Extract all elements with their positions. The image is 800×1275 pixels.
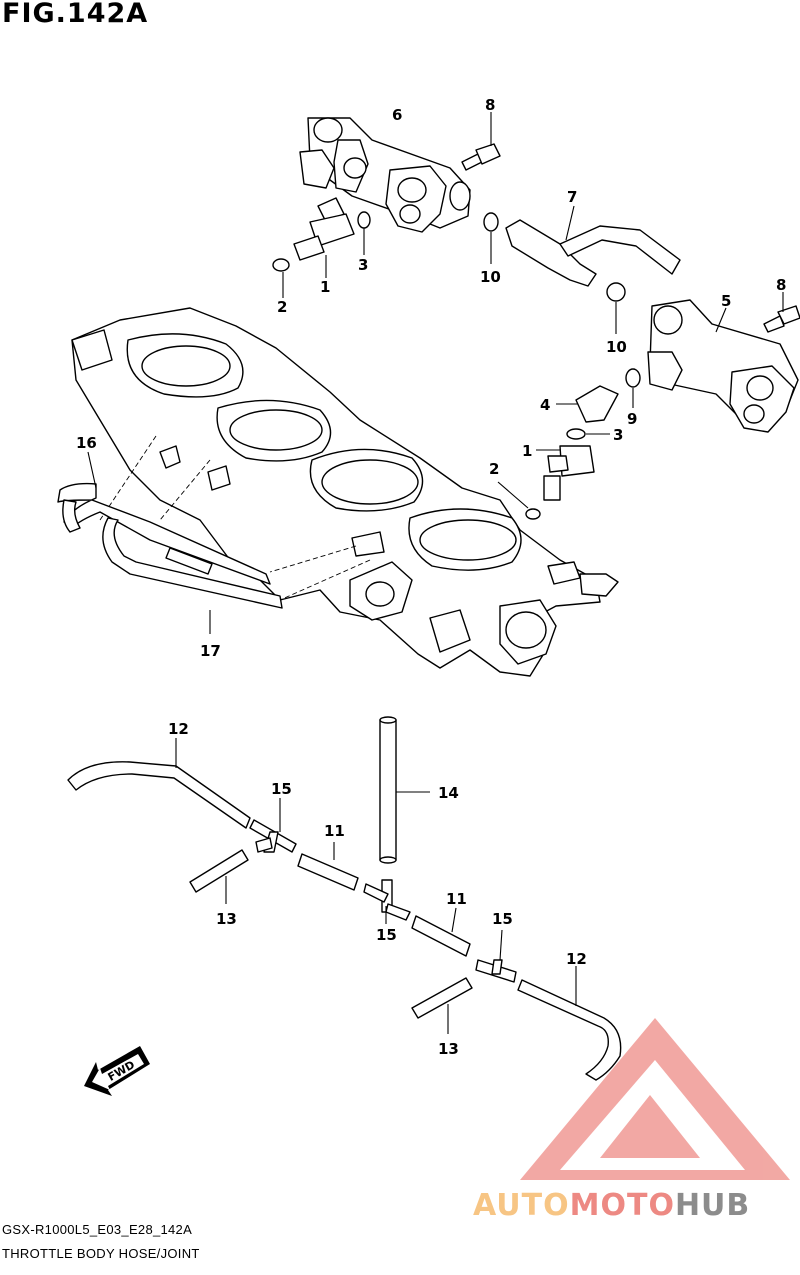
- o-ring: [483, 212, 499, 232]
- callout-15-left: 15: [271, 780, 292, 798]
- hose-12-right: [517, 979, 622, 1081]
- injector-upper: [293, 197, 355, 278]
- watermark-part-auto: AUTO: [473, 1188, 570, 1223]
- watermark-part-moto: MOTO: [569, 1188, 675, 1223]
- hose-14: [379, 716, 397, 864]
- hose-16: [57, 482, 271, 585]
- callout-1-upper: 1: [320, 278, 330, 296]
- callout-14: 14: [438, 784, 459, 802]
- hose-17: [102, 517, 283, 609]
- screw-lower: [763, 292, 800, 333]
- callout-4: 4: [540, 396, 550, 414]
- callout-17: 17: [200, 642, 221, 660]
- screw-upper: [461, 112, 501, 171]
- callout-10-upper: 10: [480, 268, 501, 286]
- fuel-rail-upper: [299, 117, 471, 233]
- hose-11-right: [411, 915, 471, 957]
- fwd-arrow-icon: FWD: [84, 1046, 150, 1096]
- joint-15-center: [363, 879, 411, 921]
- callout-11-right: 11: [446, 890, 467, 908]
- callout-15-center: 15: [376, 926, 397, 944]
- throttle-body: [71, 307, 619, 677]
- joint-15-left: [249, 819, 297, 853]
- o-ring: [566, 428, 586, 440]
- callout-5: 5: [721, 292, 731, 310]
- hose-12-left: [67, 761, 251, 829]
- callout-1-lower: 1: [522, 442, 532, 460]
- watermark-triangle: [520, 1018, 790, 1180]
- callout-2-upper: 2: [277, 298, 287, 316]
- callout-6: 6: [392, 106, 402, 124]
- o-ring: [625, 368, 641, 388]
- hose-13-left: [189, 849, 249, 893]
- figure-title: FIG.142A: [2, 0, 149, 29]
- callout-3-upper: 3: [358, 256, 368, 274]
- o-ring: [357, 211, 371, 229]
- callout-13-right: 13: [438, 1040, 459, 1058]
- callout-8-upper: 8: [485, 96, 495, 114]
- injector-lower: [536, 445, 595, 501]
- callout-12-right: 12: [566, 950, 587, 968]
- watermark-part-hub: HUB: [674, 1188, 751, 1223]
- o-ring: [525, 508, 541, 520]
- watermark-text: AUTOMOTOHUB: [473, 1188, 750, 1223]
- callout-7: 7: [567, 188, 577, 206]
- o-ring: [272, 258, 290, 272]
- hose-11-left: [297, 853, 359, 891]
- fuel-feed-pipe: [505, 205, 681, 287]
- connector: [556, 385, 619, 423]
- callout-8-lower: 8: [776, 276, 786, 294]
- callout-15-right: 15: [492, 910, 513, 928]
- callout-9: 9: [627, 410, 637, 428]
- fuel-rail-lower: [647, 299, 799, 433]
- hose-13-right: [411, 977, 473, 1019]
- callout-11-left: 11: [324, 822, 345, 840]
- callout-13-left: 13: [216, 910, 237, 928]
- callout-16: 16: [76, 434, 97, 452]
- callout-10-lower: 10: [606, 338, 627, 356]
- o-ring: [606, 282, 626, 302]
- footer-code: GSX-R1000L5_E03_E28_142A: [2, 1222, 193, 1237]
- footer-description: THROTTLE BODY HOSE/JOINT: [2, 1246, 200, 1261]
- callout-12-left: 12: [168, 720, 189, 738]
- joint-15-right: [475, 959, 517, 983]
- callout-2-lower: 2: [489, 460, 499, 478]
- callout-3-lower: 3: [613, 426, 623, 444]
